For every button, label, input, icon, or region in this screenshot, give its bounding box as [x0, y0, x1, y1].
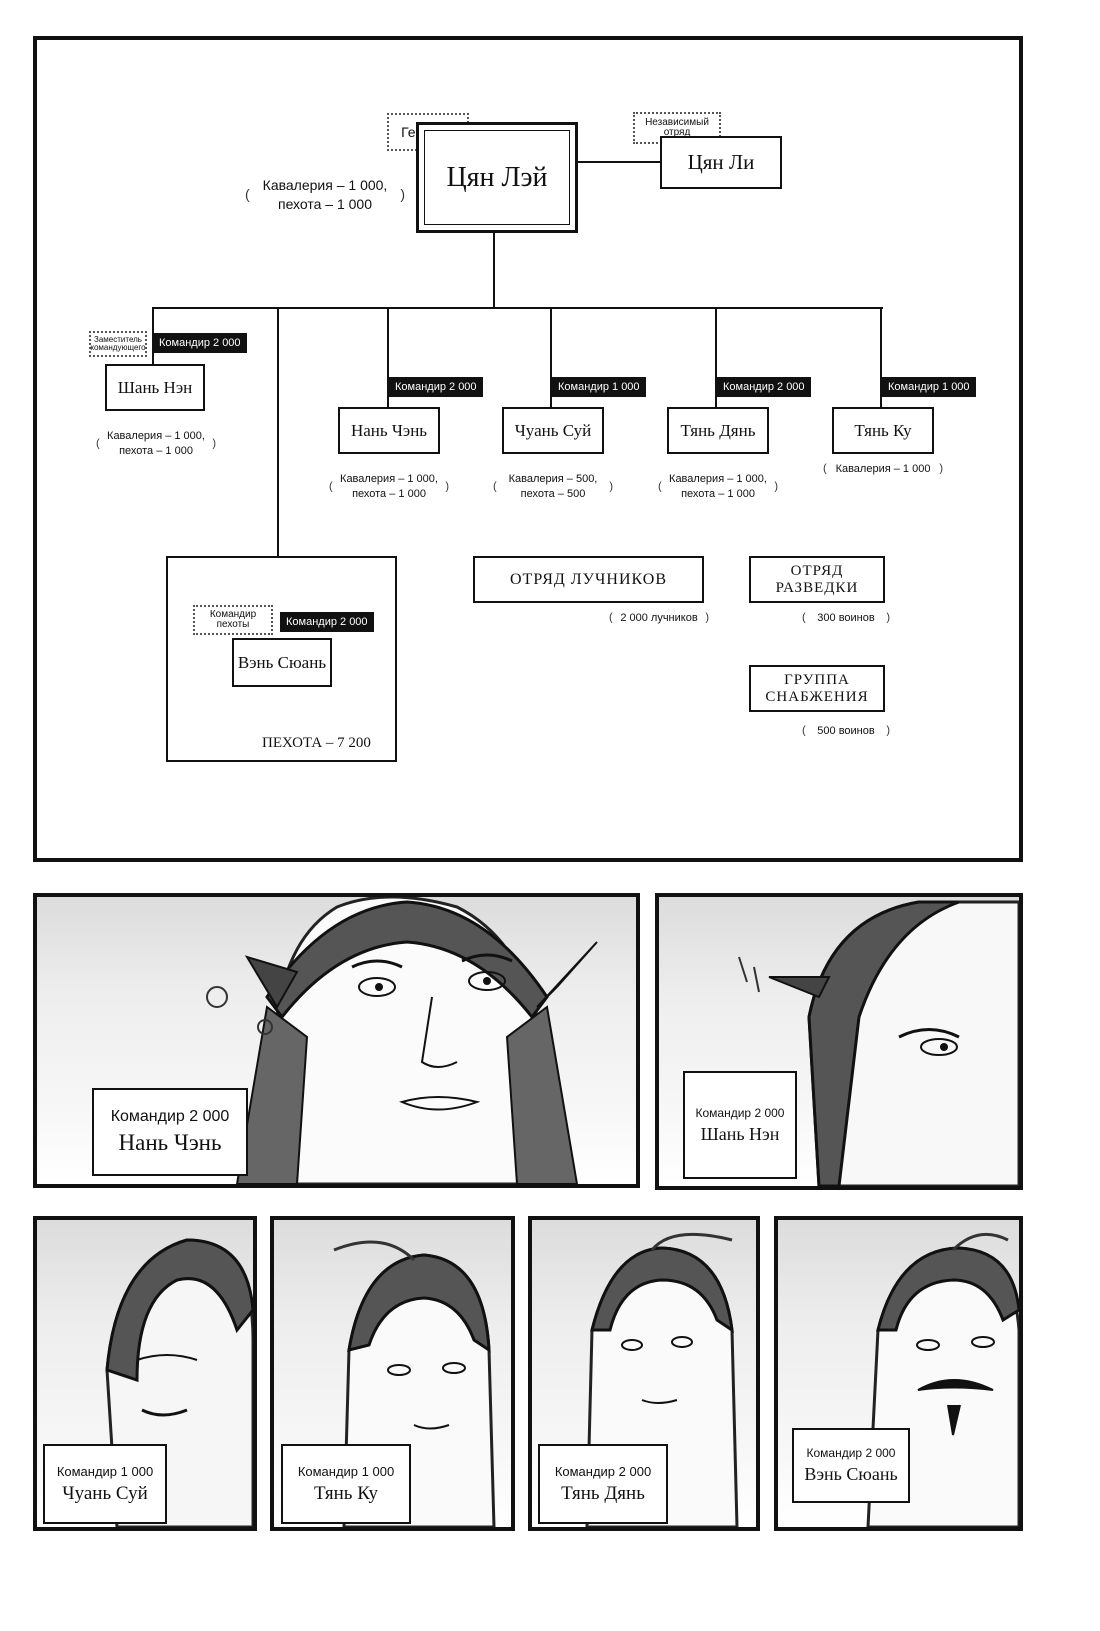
independent-box: Цян Ли: [660, 136, 782, 189]
infantry-commander-name: Вэнь Сюань: [237, 652, 327, 672]
commander-rank-tag: Командир 2 000: [717, 377, 811, 397]
character-illustration: [738, 900, 1019, 1186]
commander-box-chuan-sui: Чуань Суй: [502, 407, 604, 454]
caption-nan-chen: Командир 2 000 Нань Чэнь: [92, 1088, 248, 1176]
caption-tyan-dyan: Командир 2 000 Тянь Дянь: [538, 1444, 668, 1524]
general-name: Цян Лэй: [446, 161, 548, 193]
connector: [880, 307, 882, 407]
archers-name: ОТРЯД ЛУЧНИКОВ: [510, 570, 667, 588]
commander-box-tyan-dyan: Тянь Дянь: [667, 407, 769, 454]
infantry-role-tag: Командир пехоты: [193, 605, 273, 635]
caption-shan-nen: Командир 2 000 Шань Нэн: [683, 1071, 797, 1179]
commander-rank-tag: Командир 2 000: [389, 377, 483, 397]
commander-rank-tag: Командир 1 000: [552, 377, 646, 397]
panel-chuan-sui: Командир 1 000 Чуань Суй: [33, 1216, 257, 1531]
commander-name: Тянь Дянь: [680, 420, 756, 440]
panel-shan-nen: Командир 2 000 Шань Нэн: [655, 893, 1023, 1190]
deputy-name: Шань Нэн: [117, 377, 193, 397]
commander-name: Чуань Суй: [514, 420, 592, 440]
panel-ven-syuan: Командир 2 000 Вэнь Сюань: [774, 1216, 1023, 1531]
infantry-total: ПЕХОТА – 7 200: [262, 735, 371, 751]
supply-box: ГРУППА СНАБЖЕНИЯ: [749, 665, 885, 712]
general-box-inner: Цян Лэй: [424, 130, 570, 225]
archers-box: ОТРЯД ЛУЧНИКОВ: [473, 556, 704, 603]
commander-troops: Кавалерия – 500, пехота – 500: [503, 472, 603, 502]
connector: [152, 307, 883, 309]
commander-troops: Кавалерия – 1 000, пехота – 1 000: [668, 472, 768, 502]
connector: [387, 307, 389, 407]
commander-troops: Кавалерия – 1 000: [833, 462, 933, 477]
commander-troops: Кавалерия – 1 000, пехота – 1 000: [339, 472, 439, 502]
connector: [715, 307, 717, 407]
scouts-troops: 300 воинов: [812, 611, 880, 626]
connector: [550, 307, 552, 407]
caption-chuan-sui: Командир 1 000 Чуань Суй: [43, 1444, 167, 1524]
supply-troops: 500 воинов: [812, 724, 880, 739]
connector: [578, 161, 660, 163]
connector: [277, 307, 279, 556]
character-illustration: [206, 897, 598, 1184]
connector: [493, 233, 495, 308]
deputy-box: Шань Нэн: [105, 364, 205, 411]
commander-rank-tag: Командир 1 000: [882, 377, 976, 397]
panel-tyan-ku: Командир 1 000 Тянь Ку: [270, 1216, 515, 1531]
commander-box-nan-chen: Нань Чэнь: [338, 407, 440, 454]
caption-ven-syuan: Командир 2 000 Вэнь Сюань: [792, 1428, 910, 1503]
panel-nan-chen: Командир 2 000 Нань Чэнь: [33, 893, 640, 1188]
panel-tyan-dyan: Командир 2 000 Тянь Дянь: [528, 1216, 760, 1531]
commander-name: Тянь Ку: [854, 420, 912, 440]
deputy-rank-tag: Командир 2 000: [153, 333, 247, 353]
commander-name: Нань Чэнь: [350, 420, 428, 440]
general-box: Цян Лэй: [416, 122, 578, 233]
infantry-commander-box: Вэнь Сюань: [232, 638, 332, 687]
deputy-troops: Кавалерия – 1 000, пехота – 1 000: [106, 429, 206, 459]
infantry-rank-tag: Командир 2 000: [280, 612, 374, 632]
commander-box-tyan-ku: Тянь Ку: [832, 407, 934, 454]
caption-tyan-ku: Командир 1 000 Тянь Ку: [281, 1444, 411, 1524]
archers-troops: 2 000 лучников: [619, 611, 699, 626]
deputy-role-tag: Заместитель командующего: [89, 331, 147, 357]
scouts-box: ОТРЯД РАЗВЕДКИ: [749, 556, 885, 603]
general-troops: Кавалерия – 1 000, пехота – 1 000: [255, 176, 395, 214]
independent-name: Цян Ли: [687, 150, 755, 174]
